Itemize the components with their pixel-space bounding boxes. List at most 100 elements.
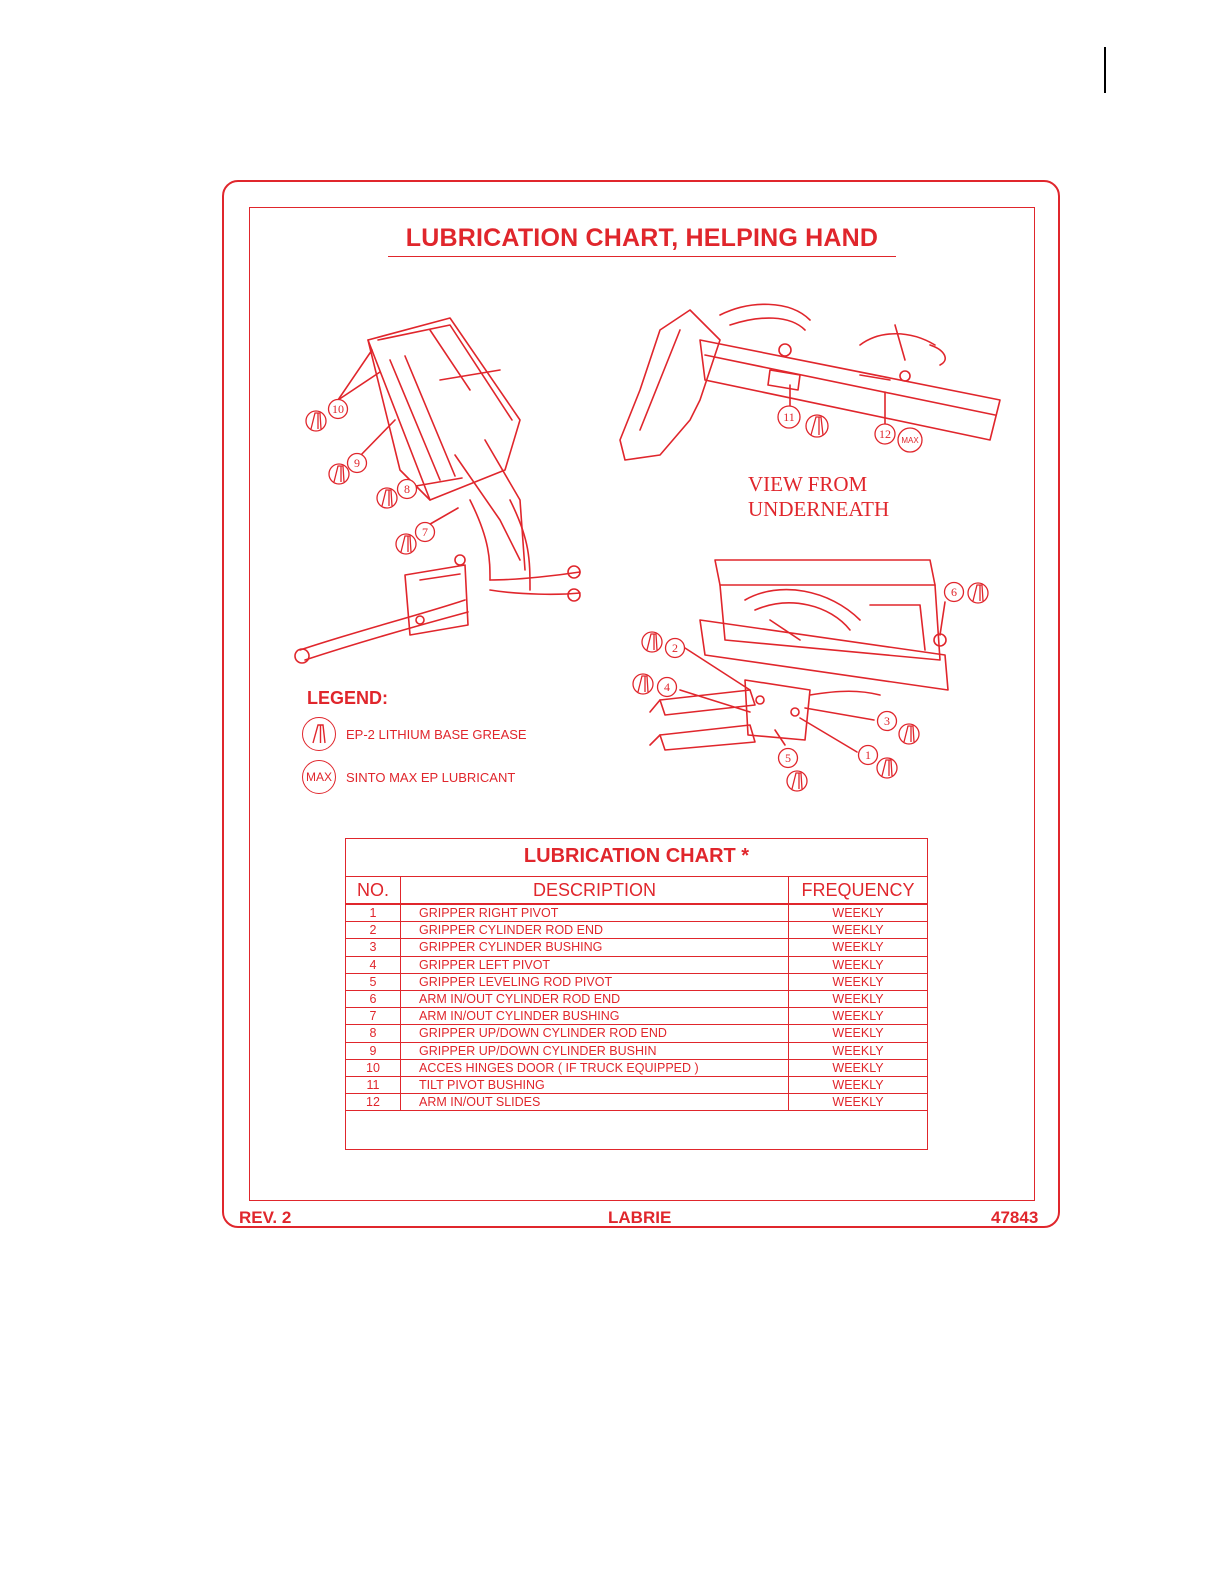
page-margin-bar [1104, 47, 1106, 93]
lubrication-decal [222, 180, 1060, 1228]
callout-4: 4 [656, 676, 678, 698]
row-frequency: WEEKLY [788, 1076, 927, 1095]
svg-text:MAX: MAX [901, 436, 919, 445]
grease-fitting-icon [786, 770, 808, 792]
row-frequency: WEEKLY [788, 921, 927, 940]
svg-text:1: 1 [865, 748, 871, 762]
callout-5: 5 [777, 747, 799, 769]
svg-text:7: 7 [422, 525, 428, 539]
row-description: GRIPPER CYLINDER BUSHING [400, 938, 789, 957]
grease-fitting-icon [328, 463, 350, 485]
grease-fitting-icon [632, 673, 654, 695]
grease-fitting-icon [876, 757, 898, 779]
max-symbol: MAX [302, 760, 336, 794]
row-frequency: WEEKLY [788, 956, 927, 974]
svg-text:4: 4 [664, 680, 670, 694]
svg-text:3: 3 [884, 714, 890, 728]
svg-text:2: 2 [672, 641, 678, 655]
callout-3: 3 [876, 710, 898, 732]
svg-text:8: 8 [404, 482, 410, 496]
row-description: ARM IN/OUT SLIDES [400, 1093, 789, 1112]
row-number: 1 [346, 904, 401, 923]
row-description: GRIPPER CYLINDER ROD END [400, 921, 789, 940]
grease-fitting-icon [376, 487, 398, 509]
row-number: 8 [346, 1024, 401, 1043]
callout-1: 1 [857, 744, 879, 766]
decal-inner-border [249, 207, 1035, 1201]
grease-fitting-icon [805, 414, 829, 438]
row-frequency: WEEKLY [788, 1042, 927, 1060]
callout-6: 6 [943, 581, 965, 603]
row-number: 5 [346, 973, 401, 991]
row-description: GRIPPER LEVELING ROD PIVOT [400, 973, 789, 991]
row-number: 9 [346, 1042, 401, 1060]
table-header-row: NO. DESCRIPTION FREQUENCY [346, 876, 927, 905]
row-description: GRIPPER UP/DOWN CYLINDER ROD END [400, 1024, 789, 1043]
legend-grease-text: EP-2 LITHIUM BASE GREASE [346, 726, 527, 742]
decal-title: LUBRICATION CHART, HELPING HAND [388, 224, 896, 257]
row-description: GRIPPER LEFT PIVOT [400, 956, 789, 974]
header-frequency: FREQUENCY [788, 876, 927, 905]
lubrication-chart: LUBRICATION CHART * NO. DESCRIPTION FREQ… [345, 838, 928, 1150]
row-description: GRIPPER UP/DOWN CYLINDER BUSHIN [400, 1042, 789, 1060]
grease-fitting-icon [395, 533, 417, 555]
row-number: 11 [346, 1076, 401, 1095]
left-arm-drawing [294, 317, 581, 664]
row-number: 2 [346, 921, 401, 940]
row-number: 10 [346, 1059, 401, 1077]
row-description: GRIPPER RIGHT PIVOT [400, 904, 789, 923]
row-description: ACCES HINGES DOOR ( IF TRUCK EQUIPPED ) [400, 1059, 789, 1077]
row-frequency: WEEKLY [788, 1024, 927, 1043]
row-number: 6 [346, 990, 401, 1009]
grease-fitting-icon [898, 723, 920, 745]
row-frequency: WEEKLY [788, 1059, 927, 1077]
grease-fitting-icon [302, 717, 336, 751]
grease-fitting-icon [641, 631, 663, 653]
row-frequency: WEEKLY [788, 973, 927, 991]
svg-text:12: 12 [879, 427, 891, 441]
header-no: NO. [346, 876, 401, 905]
gripper-drawing [649, 559, 949, 753]
callout-10: 10 [327, 398, 349, 420]
legend-item-max: MAX SINTO MAX EP LUBRICANT [302, 760, 515, 794]
max-lubricant-symbol: MAX [897, 427, 923, 453]
underside-view-drawing [619, 303, 1001, 461]
row-frequency: WEEKLY [788, 938, 927, 957]
callout-12: 12 [874, 423, 896, 445]
svg-text:10: 10 [332, 402, 344, 416]
row-frequency: WEEKLY [788, 904, 927, 923]
callout-8: 8 [396, 478, 418, 500]
header-description: DESCRIPTION [400, 876, 789, 905]
row-description: TILT PIVOT BUSHING [400, 1076, 789, 1095]
callout-9: 9 [346, 452, 368, 474]
row-number: 4 [346, 956, 401, 974]
callout-11: 11 [777, 405, 801, 429]
svg-text:6: 6 [951, 585, 957, 599]
row-number: 12 [346, 1093, 401, 1112]
footer-part-number: 47843 [991, 1208, 1039, 1227]
footer-revision: REV. 2 [239, 1208, 292, 1227]
row-frequency: WEEKLY [788, 1093, 927, 1112]
row-frequency: WEEKLY [788, 990, 927, 1009]
row-frequency: WEEKLY [788, 1007, 927, 1026]
grease-fitting-icon [967, 582, 989, 604]
callout-7: 7 [414, 521, 436, 543]
row-description: ARM IN/OUT CYLINDER BUSHING [400, 1007, 789, 1026]
svg-text:9: 9 [354, 456, 360, 470]
svg-text:5: 5 [785, 751, 791, 765]
row-description: ARM IN/OUT CYLINDER ROD END [400, 990, 789, 1009]
chart-title: LUBRICATION CHART * [523, 845, 750, 867]
row-number: 3 [346, 938, 401, 957]
